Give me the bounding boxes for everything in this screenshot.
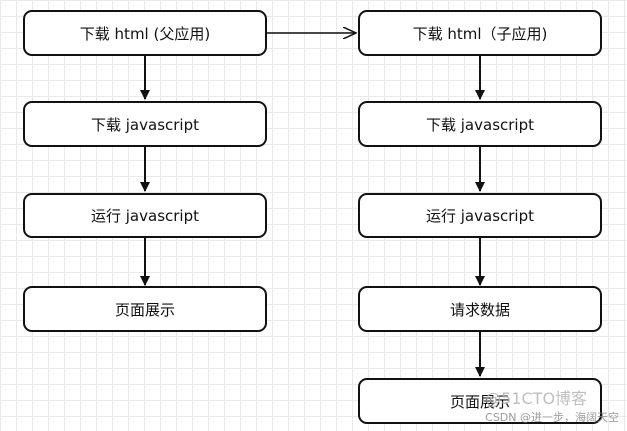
node-label: 页面展示 [449, 392, 510, 411]
node-page-display-child: 页面展示 [358, 378, 602, 424]
node-download-html-parent: 下载 html (父应用) [23, 10, 267, 56]
node-request-data-child: 请求数据 [358, 286, 602, 332]
node-page-display-parent: 页面展示 [23, 286, 267, 332]
node-download-html-child: 下载 html（子应用) [358, 10, 602, 56]
watermark-logo-text: @51CTO博客 [485, 389, 588, 408]
node-label: 下载 html (父应用) [79, 24, 211, 43]
node-download-javascript-parent: 下载 javascript [23, 101, 267, 147]
watermark-caption: CSDN @进一步，海阔天空 [485, 411, 619, 424]
node-run-javascript-child: 运行 javascript [358, 193, 602, 238]
node-label: 请求数据 [449, 300, 510, 319]
watermark: @51CTO博客 CSDN @进一步，海阔天空 [485, 385, 619, 425]
node-label: 下载 html（子应用) [412, 24, 548, 43]
node-label: 下载 javascript [426, 115, 534, 134]
node-label: 下载 javascript [91, 115, 199, 134]
node-label: 页面展示 [114, 300, 175, 319]
node-run-javascript-parent: 运行 javascript [23, 193, 267, 238]
node-label: 运行 javascript [426, 207, 534, 225]
node-label: 运行 javascript [91, 207, 199, 225]
node-download-javascript-child: 下载 javascript [358, 101, 602, 147]
